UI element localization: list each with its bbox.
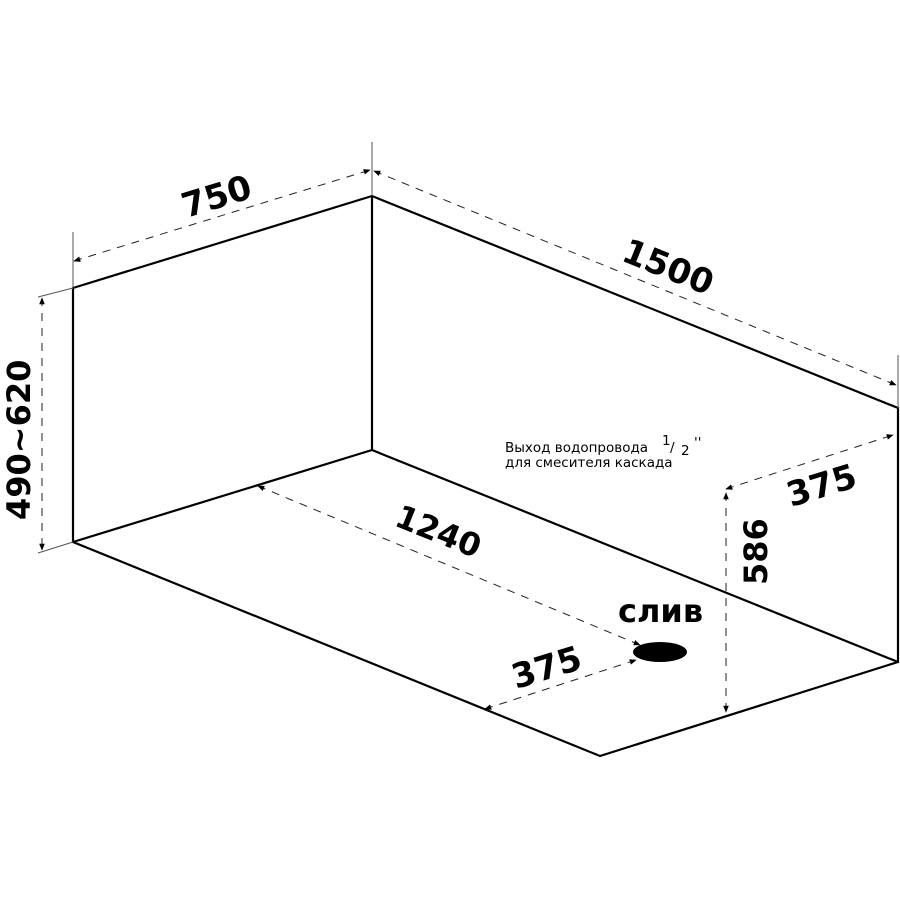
inch-mark: '' xyxy=(694,435,701,451)
dim-750 xyxy=(73,169,371,262)
fraction-slash: / xyxy=(670,440,675,456)
fraction-denominator: 2 xyxy=(681,443,690,459)
label-drain: слив xyxy=(618,592,703,630)
label-width: 750 xyxy=(177,168,257,227)
label-inner-length: 1240 xyxy=(390,497,487,566)
label-length: 1500 xyxy=(617,231,720,304)
dimension-lines xyxy=(39,169,897,713)
drain-hole xyxy=(633,642,687,662)
extension-lines xyxy=(37,142,899,554)
dim-1500 xyxy=(373,170,897,386)
supply-note-line1: Выход водопровода xyxy=(505,440,648,456)
tub-outline xyxy=(71,194,900,758)
label-height: 490~620 xyxy=(0,360,38,520)
svg-text:Выход водопровода: Выход водопровода xyxy=(505,440,648,456)
dim-1240 xyxy=(257,485,641,646)
supply-note: Выход водопровода 1 / 2 '' для смесителя… xyxy=(505,433,701,471)
dim-drain-375 xyxy=(484,659,637,710)
label-supply-offset: 375 xyxy=(782,457,862,516)
label-drain-offset: 375 xyxy=(507,639,587,698)
label-supply-height: 586 xyxy=(737,518,775,585)
fraction-numerator: 1 xyxy=(662,433,671,449)
supply-note-line2: для смесителя каскада xyxy=(505,455,673,471)
